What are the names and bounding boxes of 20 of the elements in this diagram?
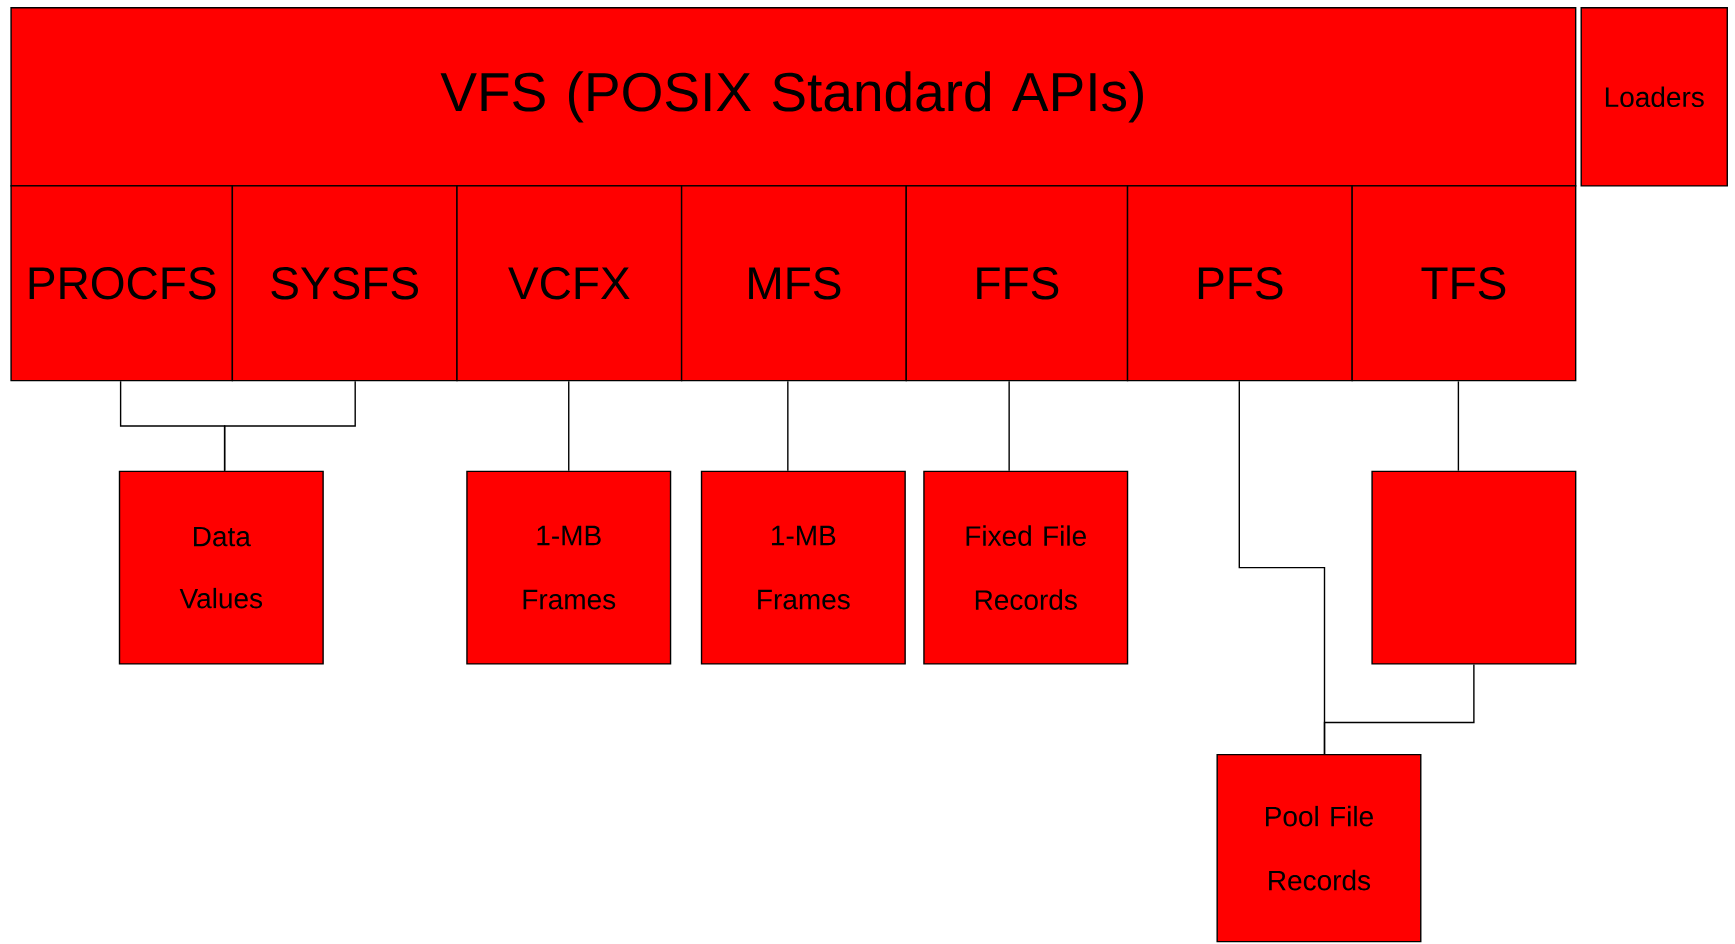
file-system-box: VCFX — [456, 185, 683, 382]
file-system-box: Pool File Records — [1216, 754, 1422, 943]
file-system-box: FFS — [905, 185, 1129, 382]
connector-line — [1323, 663, 1475, 755]
file-system-box: Fixed File Records — [923, 470, 1129, 665]
file-system-box: SYSFS — [231, 185, 458, 382]
file-system-box: Data Values — [118, 470, 324, 665]
file-system-box: Loaders — [1580, 7, 1728, 187]
connector-line — [1008, 380, 1010, 472]
file-system-box: PFS — [1126, 185, 1353, 382]
file-system-box: 1-MB Frames — [700, 470, 906, 665]
connector-line — [1457, 380, 1460, 472]
file-system-box: MFS — [680, 185, 907, 382]
connector-line — [568, 380, 570, 472]
connector-line — [787, 380, 789, 472]
file-system-box: TFS — [1351, 185, 1577, 382]
file-system-box: PROCFS — [10, 185, 234, 382]
empty-box — [1371, 470, 1577, 665]
connector-line — [223, 380, 356, 472]
file-system-box: 1-MB Frames — [466, 470, 672, 665]
